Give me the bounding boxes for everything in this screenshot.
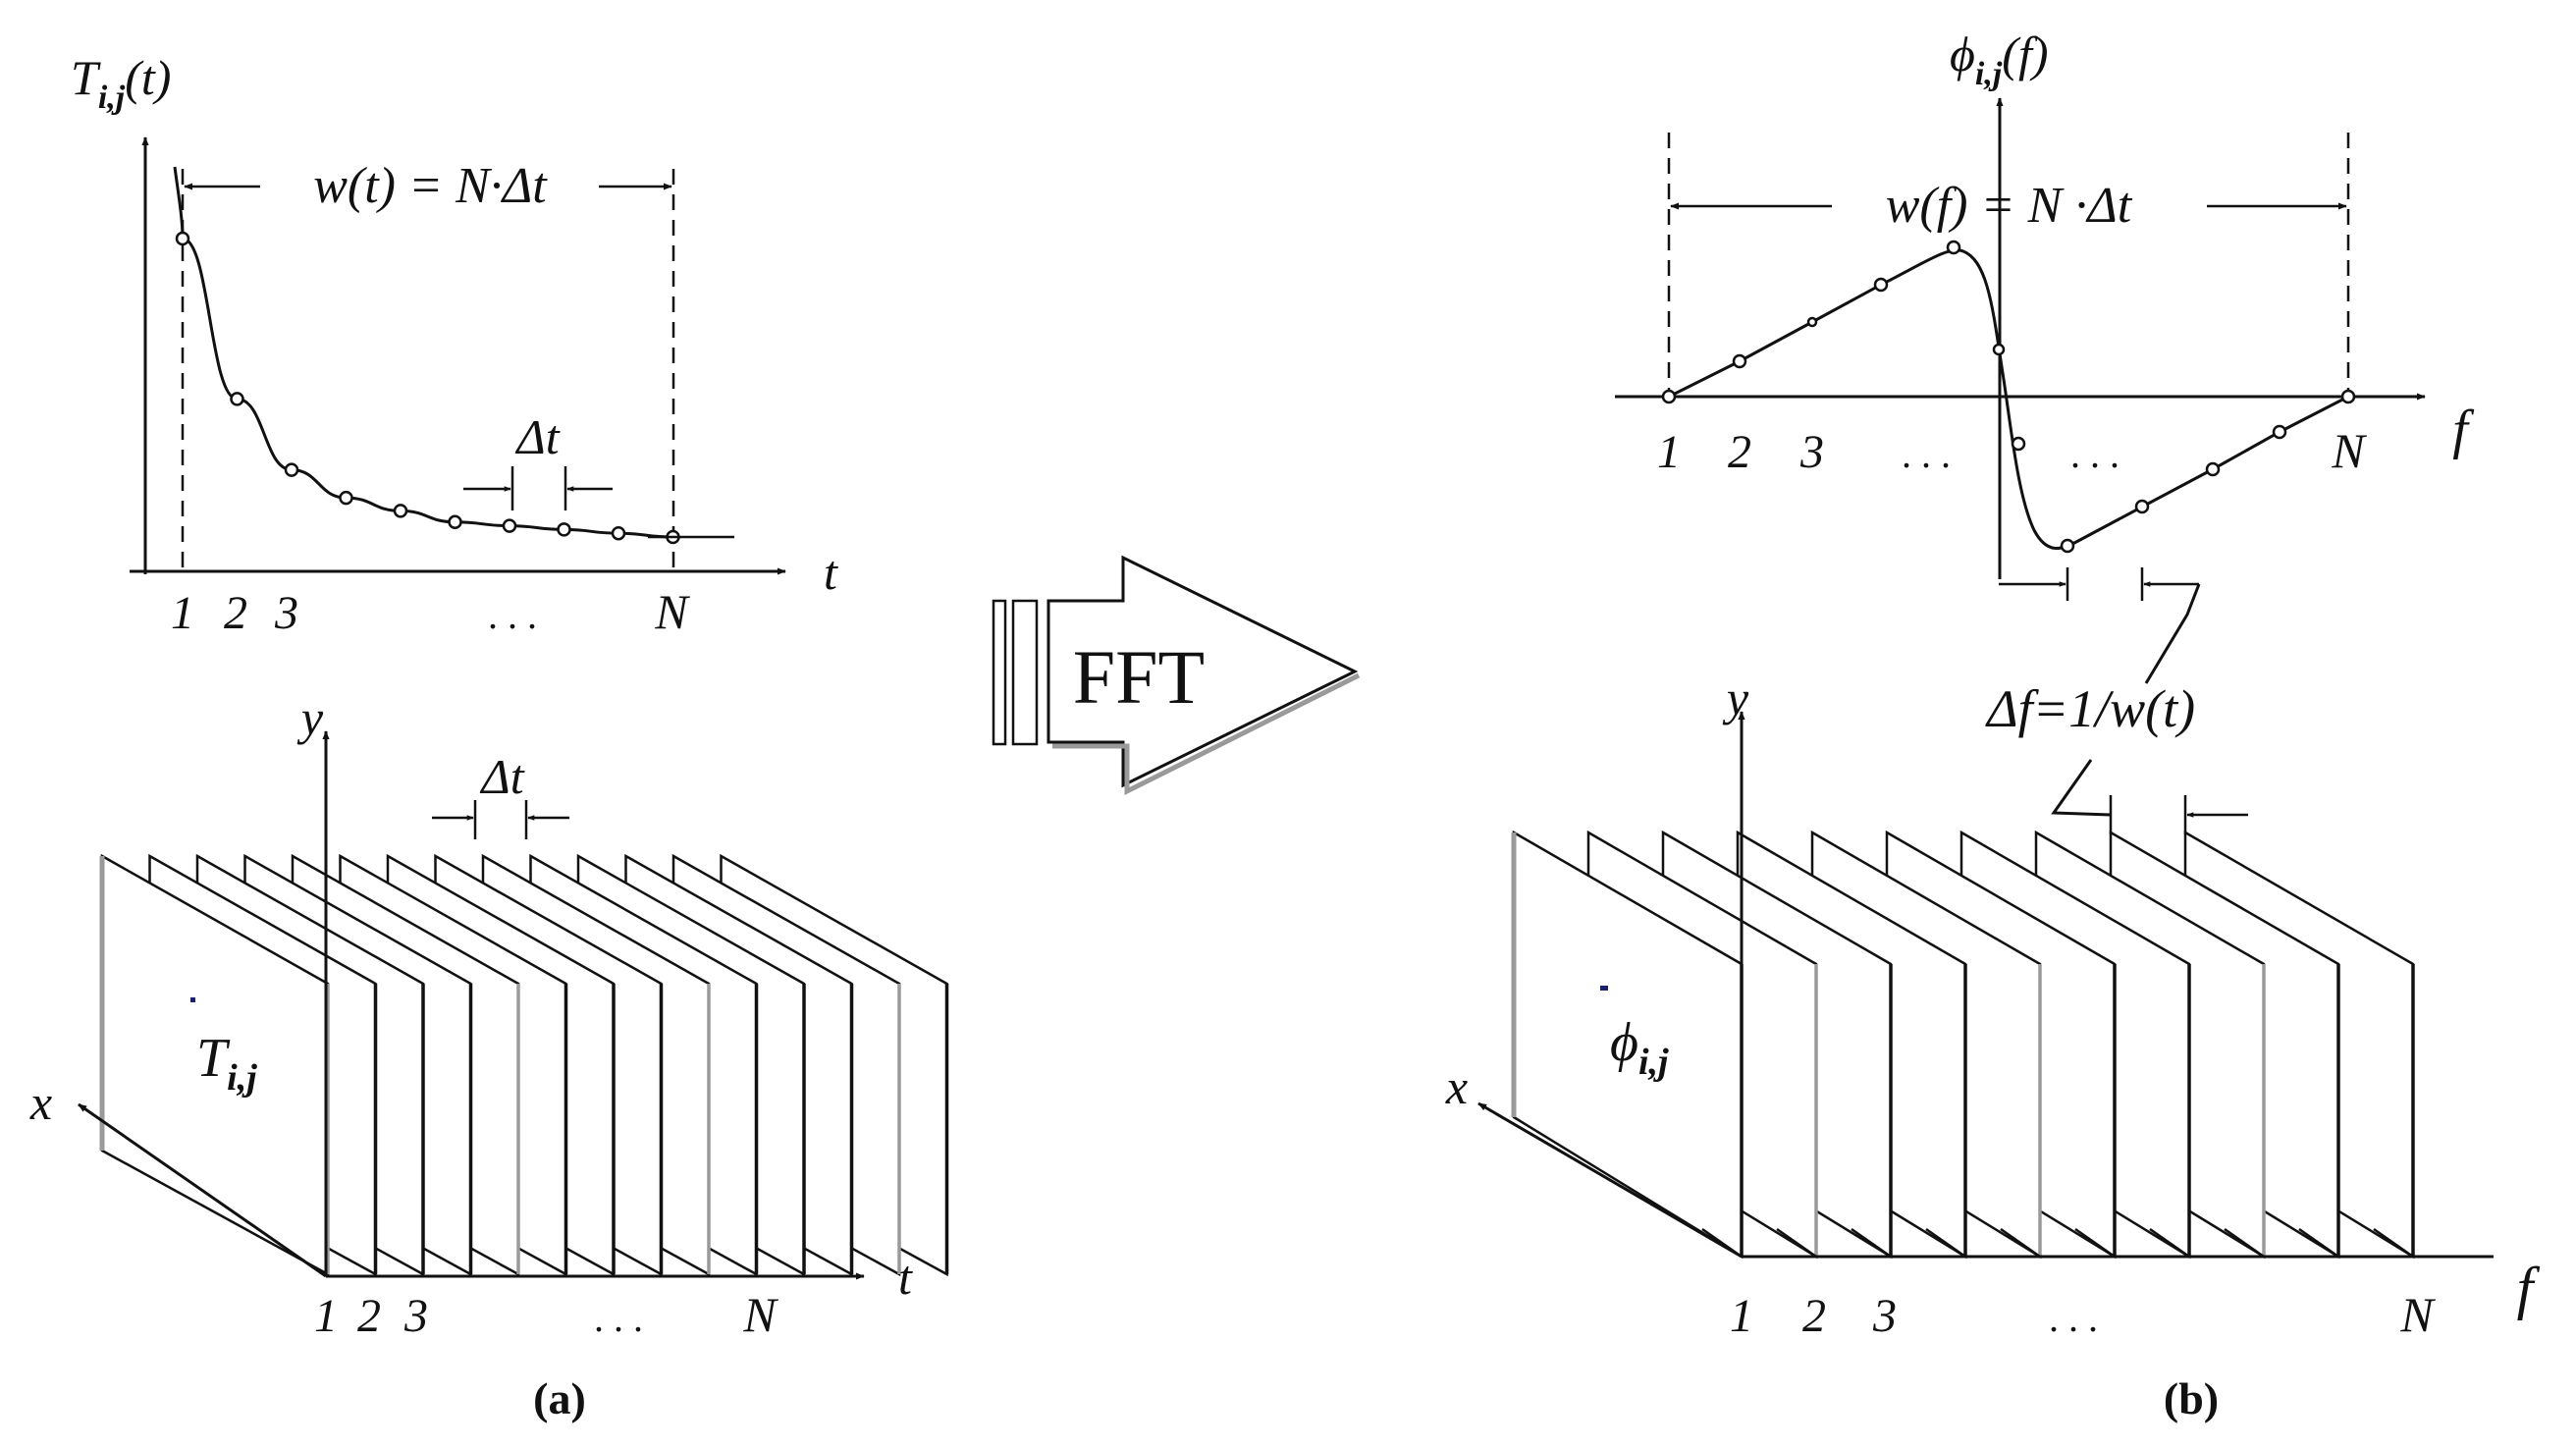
freq-frame-bottom-edge (2298, 1227, 2339, 1259)
freq-tick-3: 3 (1799, 426, 1824, 478)
decay-point (611, 525, 626, 541)
stack-b-tick-3: 3 (1872, 1290, 1897, 1342)
freq-frame-bottom-edge (2074, 1227, 2116, 1259)
stack-a-x-label: x (29, 1075, 52, 1130)
freq-frame-bottom-edge (1851, 1227, 1892, 1259)
fft-arrow-shadow (1052, 672, 1361, 796)
stack-a-tick-3: 3 (403, 1290, 428, 1342)
phase-point (2134, 499, 2150, 514)
decay-point (502, 518, 517, 533)
phase-plot-f-label: f (2452, 400, 2475, 460)
phase-point (2011, 436, 2026, 452)
panel-b-phase-plot: ϕi,j(f) f w(f) = N ·Δt 1 2 (1615, 27, 2475, 817)
caption-a: (a) (533, 1373, 586, 1423)
freq-tick-n: N (2331, 423, 2367, 478)
stack-b-x-axis (1477, 1101, 1743, 1259)
panel-b-frame-stack: y x f ϕi,j 1 2 3 . . . N (b) (1445, 671, 2541, 1423)
stack-a-dots: . . . (594, 1296, 643, 1340)
stack-a-y-label: y (296, 690, 324, 745)
step-label: Δt (514, 409, 560, 464)
fft-arrow-bar-2 (1011, 599, 1039, 746)
tick-n: N (654, 584, 690, 639)
phase-point (1946, 240, 1961, 255)
tick-dots: . . . (488, 593, 537, 637)
t-axis-label: t (824, 545, 838, 600)
time-frame-stack (99, 853, 949, 1277)
delta-f-label: Δf=1/w(t) (1985, 679, 2195, 738)
decay-point (393, 504, 408, 518)
freq-dots-right: . . . (2070, 432, 2120, 476)
stack-a-tick-1: 1 (314, 1290, 338, 1342)
decay-curve (173, 166, 673, 539)
phase-point (1806, 316, 1818, 328)
phase-point (2272, 424, 2287, 440)
panel-a-time-plot: w(t) = N·Δt Ti,j(t) Δt 1 2 3 . . . N t (71, 50, 838, 639)
decay-point (339, 490, 353, 506)
delta-f-leader-lower (2051, 759, 2112, 817)
window-label: w(t) = N·Δt (313, 158, 548, 214)
stack-b-frame-label: ϕi,j (1610, 1012, 1669, 1083)
pixel-marker-b (1600, 986, 1608, 991)
freq-dots-left: . . . (1902, 432, 1951, 476)
fft-arrow: FFT (992, 555, 1361, 796)
freq-window-label: w(f) = N ·Δt (1886, 178, 2133, 234)
stack-a-x-axis (78, 1102, 327, 1278)
stack-b-tick-n: N (2399, 1287, 2436, 1342)
stack-b-f-label: f (2517, 1256, 2541, 1320)
freq-frame-bottom-edge (2373, 1227, 2414, 1259)
time-plot-y-label: Ti,j(t) (71, 50, 171, 116)
phase-point (1873, 277, 1889, 293)
tick-2: 2 (224, 587, 247, 639)
freq-frame-bottom-edge (2000, 1227, 2041, 1259)
phase-point (2205, 461, 2221, 477)
decay-point (284, 462, 299, 477)
delta-f-leader (2144, 583, 2201, 684)
stack-a-frame-label: Ti,j (196, 1028, 257, 1099)
freq-frame-bottom-edge (1925, 1227, 1966, 1259)
decay-point (175, 231, 190, 246)
decay-point (557, 522, 571, 537)
stack-a-tick-2: 2 (357, 1290, 381, 1342)
stack-b-tick-2: 2 (1802, 1290, 1826, 1342)
stack-b-tick-1: 1 (1730, 1290, 1753, 1342)
stack-a-t-label: t (898, 1250, 913, 1305)
stack-step-label: Δt (479, 749, 524, 804)
phase-curve (1668, 248, 2349, 550)
tick-3: 3 (274, 587, 298, 639)
stack-b-dots: . . . (2049, 1296, 2098, 1340)
phase-point (1992, 343, 2006, 356)
stack-a-tick-n: N (742, 1287, 778, 1342)
decay-sample-points (175, 231, 680, 545)
stack-b-x-label: x (1445, 1059, 1468, 1114)
caption-b: (b) (2164, 1373, 2219, 1423)
fft-arrow-body (1046, 555, 1359, 788)
decay-point (448, 514, 462, 530)
phase-sample-points (1661, 240, 2356, 554)
phase-point (2340, 389, 2356, 404)
decay-point (230, 392, 244, 406)
freq-tick-1: 1 (1657, 426, 1681, 478)
fft-label: FFT (1073, 634, 1205, 720)
freq-frame-bottom-edge (1776, 1227, 1817, 1259)
panel-a-frame-stack: y x t Δt Ti,j 1 2 3 . . . N (a) (29, 690, 949, 1423)
stack-b-y-label: y (1722, 671, 1749, 725)
freq-tick-2: 2 (1728, 426, 1751, 478)
pixel-marker-a (190, 997, 195, 1002)
phase-point (1661, 389, 1677, 404)
frequency-frame-stack (1511, 830, 2415, 1260)
tick-1: 1 (171, 587, 194, 639)
phase-point (1732, 353, 1747, 369)
fft-arrow-bar-1 (992, 599, 1007, 746)
freq-frame-bottom-edge (2149, 1227, 2190, 1259)
phase-plot-y-label: ϕi,j(f) (1950, 27, 2049, 92)
phase-point (2060, 538, 2075, 554)
freq-frame-bottom-edge (2224, 1227, 2265, 1259)
